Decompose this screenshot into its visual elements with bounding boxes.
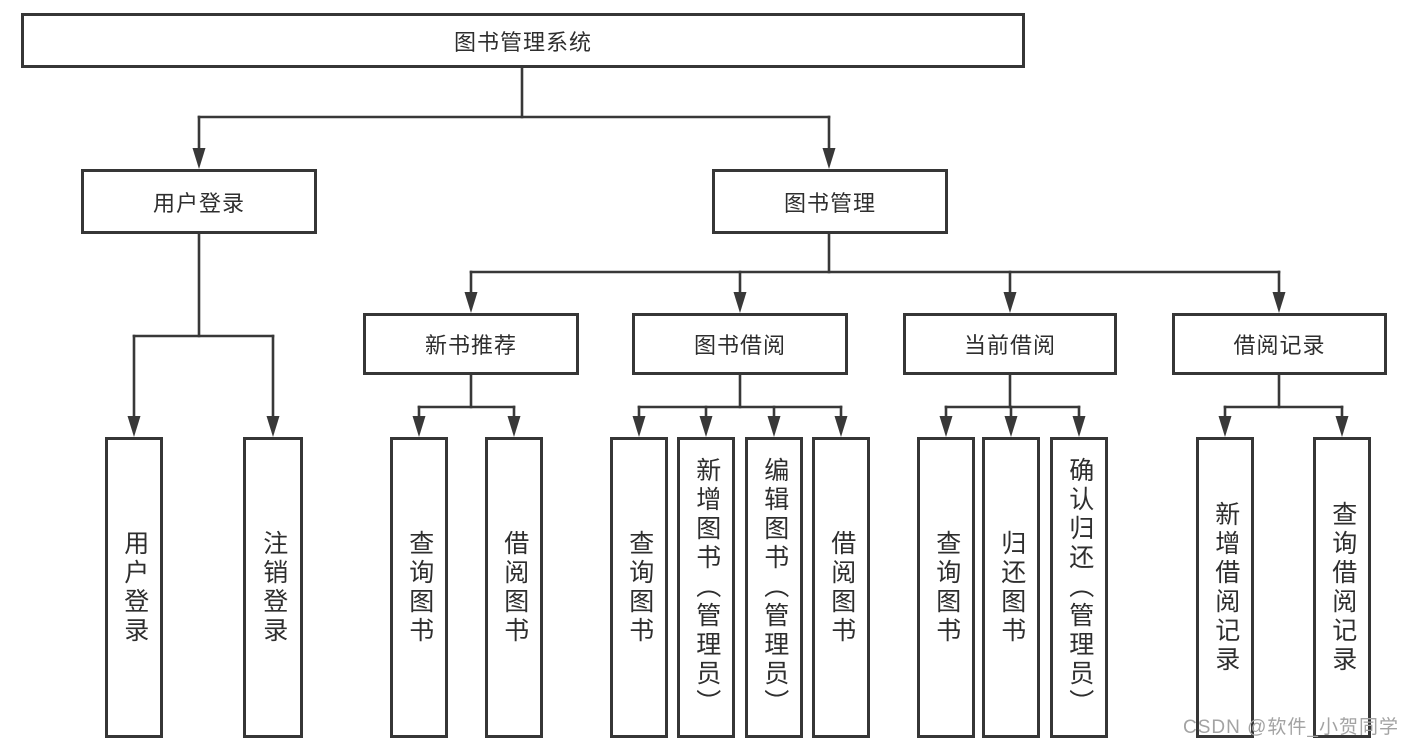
node-current-borrow-label: 当前借阅: [963, 333, 1056, 358]
leaf-add-book-admin: 新增图书（管理员）: [677, 437, 735, 738]
leaf-add-book-admin-label: 新增图书（管理员）: [692, 457, 721, 718]
leaf-user-login-label: 用户登录: [120, 529, 149, 646]
node-book-management-label: 图书管理: [783, 190, 876, 216]
node-root-label: 图书管理系统: [453, 29, 592, 55]
node-borrow-records-label: 借阅记录: [1233, 333, 1326, 358]
connector-borrow-records: [1218, 373, 1349, 437]
leaf-logout: 注销登录: [243, 437, 303, 738]
connector-user-login: [127, 232, 280, 437]
leaf-query-borrow-record: 查询借阅记录: [1313, 437, 1371, 738]
csdn-watermark: CSDN @软件_小贺同学: [1183, 717, 1399, 738]
connector-current-borrow: [939, 373, 1086, 437]
node-user-login: 用户登录: [81, 169, 317, 234]
leaf-borrow-books-1-label: 借阅图书: [500, 529, 529, 646]
leaf-add-borrow-record-label: 新增借阅记录: [1211, 500, 1240, 675]
leaf-confirm-return-admin-label: 确认归还（管理员）: [1065, 457, 1094, 718]
node-user-login-label: 用户登录: [152, 190, 245, 216]
node-borrow-records: 借阅记录: [1172, 313, 1387, 375]
leaf-confirm-return-admin: 确认归还（管理员）: [1050, 437, 1108, 738]
leaf-logout-label: 注销登录: [259, 529, 288, 646]
leaf-query-books-2: 查询图书: [610, 437, 668, 738]
leaf-query-borrow-record-label: 查询借阅记录: [1328, 500, 1357, 675]
leaf-query-books-3: 查询图书: [917, 437, 975, 738]
connector-book-management: [464, 232, 1286, 313]
leaf-borrow-books-2-label: 借阅图书: [827, 529, 856, 646]
leaf-return-books-label: 归还图书: [997, 529, 1026, 646]
leaf-edit-book-admin-label: 编辑图书（管理员）: [760, 457, 789, 718]
node-root: 图书管理系统: [21, 13, 1025, 68]
connector-root: [192, 66, 836, 169]
node-new-book-recommend: 新书推荐: [363, 313, 579, 375]
leaf-query-books-1: 查询图书: [390, 437, 448, 738]
leaf-query-books-3-label: 查询图书: [932, 529, 961, 646]
leaf-edit-book-admin: 编辑图书（管理员）: [745, 437, 803, 738]
leaf-user-login: 用户登录: [105, 437, 163, 738]
node-current-borrow: 当前借阅: [903, 313, 1117, 375]
leaf-return-books: 归还图书: [982, 437, 1040, 738]
node-book-borrow-label: 图书借阅: [693, 333, 786, 358]
connector-book-borrow: [632, 373, 848, 437]
leaf-query-books-2-label: 查询图书: [625, 529, 654, 646]
leaf-query-books-1-label: 查询图书: [405, 529, 434, 646]
leaf-borrow-books-2: 借阅图书: [812, 437, 870, 738]
node-book-borrow: 图书借阅: [632, 313, 848, 375]
leaf-add-borrow-record: 新增借阅记录: [1196, 437, 1254, 738]
connector-new-book-recommend: [412, 373, 521, 437]
leaf-borrow-books-1: 借阅图书: [485, 437, 543, 738]
node-book-management: 图书管理: [712, 169, 948, 234]
node-new-book-recommend-label: 新书推荐: [424, 333, 517, 358]
